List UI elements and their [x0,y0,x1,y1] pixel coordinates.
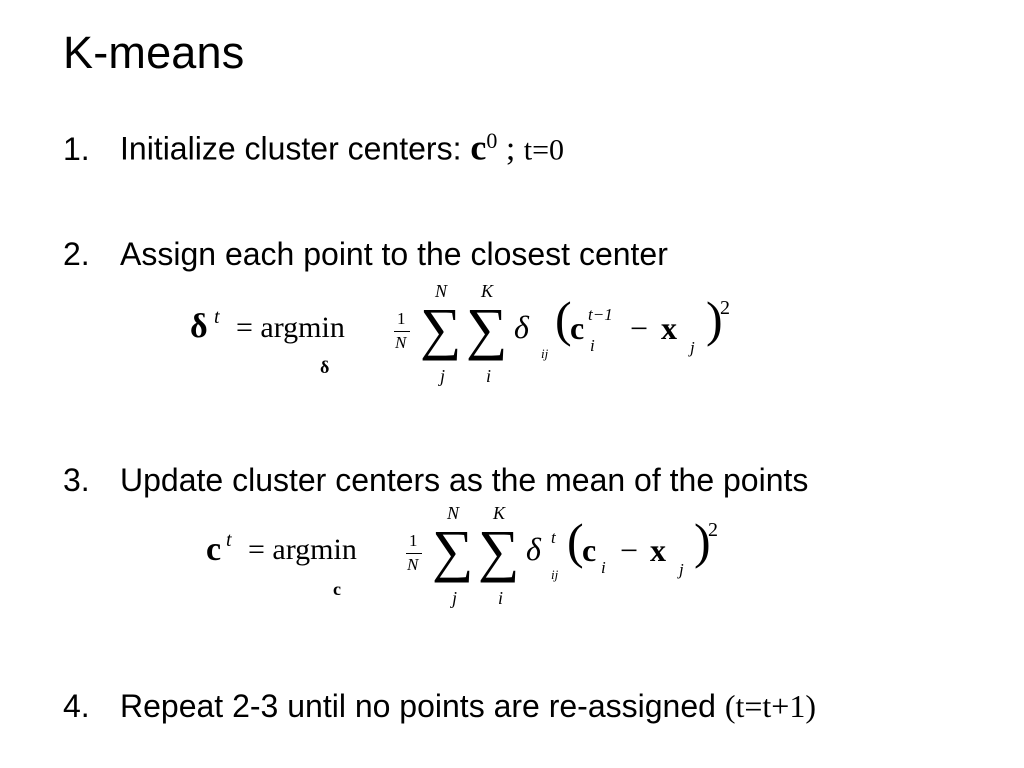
eq1-lhs: δ [190,308,208,345]
eq1-delta-sub: ij [541,346,549,361]
eq2-delta-sub: ij [551,567,559,582]
eq2-delta: δ [526,531,541,567]
eq1-lparen: ( [555,291,572,347]
eq2-sum2-bot: i [498,588,504,608]
eq2-lparen: ( [567,513,584,569]
eq2-c: c [582,532,597,568]
item-number: 2. [63,236,90,272]
list-item-2: 2. Assign each point to the closest cente… [63,234,668,274]
math-t-init: t=0 [523,133,565,167]
eq2-x-sub: j [679,560,684,579]
eq2-rparen: ) [694,513,711,569]
eq2-argmin: = argmin [248,533,357,566]
eq1-c: c [570,310,585,346]
item-text: Assign each point to the closest center [120,236,668,272]
eq2-frac-bar [406,553,422,554]
math-superscript: 0 [486,128,498,153]
list-item-3: 3. Update cluster centers as the mean of … [63,460,808,500]
eq1-minus: − [630,310,649,346]
eq2-argmin-sub: c [333,579,341,599]
eq1-delta: δ [514,309,529,345]
item-number: 4. [63,688,90,724]
eq2-c-sub: i [601,558,606,577]
list-item-1: 1. Initialize cluster centers: c0 ; t=0 [63,121,564,171]
eq1-sum2-bot: i [486,366,492,386]
eq2-lhs: c [206,531,222,568]
math-increment: (t=t+1) [724,688,816,724]
sigma-icon: ∑ [478,518,520,583]
eq1-x-sub: j [690,338,695,357]
eq1-x: x [661,310,677,346]
eq2-frac-den: N [407,555,419,574]
math-c: c [470,127,487,168]
eq2-minus: − [620,532,639,568]
eq1-sum1-top: N [435,281,448,301]
sigma-icon: ∑ [466,296,508,361]
eq2-lhs-sup: t [226,529,232,551]
list-item-4: 4. Repeat 2-3 until no points are re-assi… [63,686,816,726]
eq1-sum1-bot: j [440,366,446,386]
eq2-frac-num: 1 [409,531,418,550]
eq1-frac-bar [394,331,410,332]
eq2-pow: 2 [708,519,718,541]
eq2-delta-sup: t [551,528,556,547]
eq1-rparen: ) [706,291,723,347]
eq2-sum1-bot: j [452,588,458,608]
sigma-icon: ∑ [420,296,462,361]
eq1-argmin-sub: δ [320,357,330,377]
eq1-frac-den: N [395,333,407,352]
eq1-lhs-sup: t [214,306,220,328]
item-text: Repeat 2-3 until no points are re-assign… [120,688,725,724]
eq1-c-sup: t−1 [588,305,613,324]
item-number: 3. [63,462,90,498]
eq1-sum2-top: K [481,281,494,301]
item-number: 1. [63,130,90,167]
eq1-pow: 2 [720,297,730,319]
math-separator: ; [497,130,524,168]
eq1-argmin: = argmin [236,311,345,344]
item-text: Initialize cluster centers: [120,130,471,167]
item-text: Update cluster centers as the mean of th… [120,462,809,498]
eq1-c-sub: i [590,336,595,355]
slide-title: K-means [63,27,245,78]
sigma-icon: ∑ [432,518,474,583]
eq2-x: x [650,532,666,568]
eq2-sum1-top: N [447,503,460,523]
eq1-frac-num: 1 [397,309,406,328]
eq2-sum2-top: K [493,503,506,523]
